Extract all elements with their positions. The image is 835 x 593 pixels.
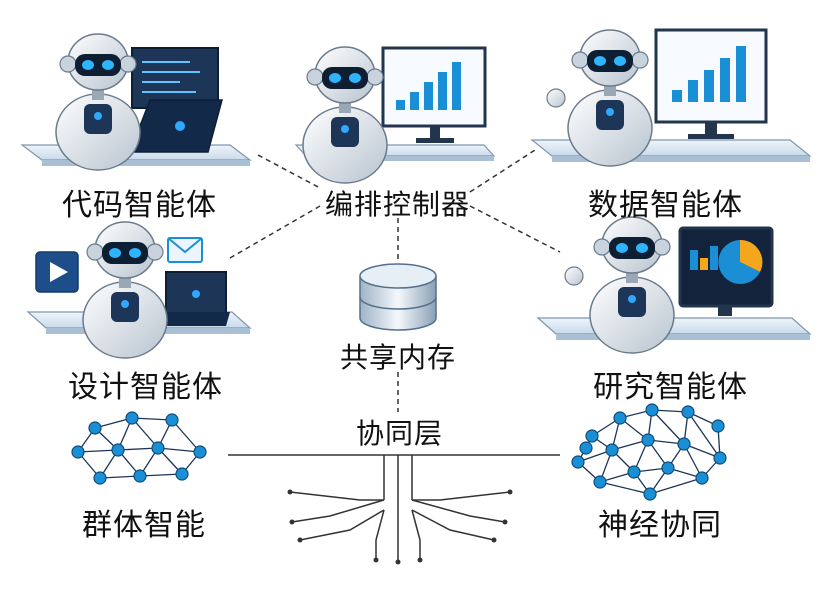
- bar-chart-monitor-icon: [654, 28, 768, 139]
- play-icon: [35, 251, 79, 293]
- robot-icon: [82, 221, 168, 359]
- connector-design-orchestrator: [229, 205, 321, 259]
- network-node: [713, 451, 727, 465]
- network-node: [175, 467, 189, 481]
- pie-chart-monitor-icon: [678, 226, 774, 316]
- network-edge: [651, 409, 685, 445]
- network-node: [681, 405, 695, 419]
- network-node: [627, 465, 641, 479]
- connector-research-orchestrator: [469, 205, 561, 253]
- network-edge: [131, 417, 173, 421]
- network-edge: [171, 419, 201, 453]
- network-edge: [139, 473, 183, 477]
- robot-icon: [567, 29, 653, 167]
- research-agent-scene: [536, 216, 812, 354]
- network-edge: [599, 481, 651, 495]
- connector-data-orchestrator: [469, 149, 536, 193]
- network-node: [643, 487, 657, 501]
- laptop-icon: [128, 47, 223, 153]
- label-orchestrator: 编排控制器: [325, 188, 471, 221]
- network-node: [613, 411, 627, 425]
- label-data-agent: 数据智能体: [588, 188, 743, 223]
- robot-hand: [546, 88, 566, 108]
- bar-chart-monitor-icon: [381, 46, 487, 143]
- network-node: [593, 475, 607, 489]
- robot-icon: [302, 46, 388, 184]
- network-node: [571, 455, 585, 469]
- data-agent-scene: [530, 28, 812, 167]
- network-node: [193, 445, 207, 459]
- connector-code-orchestrator: [257, 154, 321, 189]
- network-node: [151, 441, 165, 455]
- circuit-icon: [287, 455, 513, 565]
- label-code-agent: 代码智能体: [62, 188, 217, 223]
- robot-icon: [589, 216, 675, 354]
- network-icon: [571, 403, 727, 501]
- label-shared-memory: 共享内存: [340, 341, 457, 374]
- network-node: [133, 469, 147, 483]
- network-edge: [117, 447, 159, 451]
- network-node: [695, 471, 709, 485]
- robot-icon: [55, 33, 141, 171]
- network-node: [93, 471, 107, 485]
- mail-icon: [167, 237, 203, 263]
- network-node: [641, 433, 655, 447]
- robot-hand: [564, 266, 584, 286]
- network-node: [645, 403, 659, 417]
- network-node: [88, 421, 102, 435]
- code-agent-scene: [20, 33, 252, 171]
- network-edge: [649, 477, 703, 495]
- network-icon: [71, 411, 207, 485]
- database-icon: [359, 263, 437, 331]
- laptop-icon: [140, 271, 230, 326]
- network-node: [111, 443, 125, 457]
- network-edge: [687, 411, 721, 459]
- network-node: [125, 411, 139, 425]
- network-edge: [131, 417, 159, 449]
- network-node: [661, 461, 675, 475]
- network-node: [711, 419, 725, 433]
- label-neural-coordination: 神经协同: [598, 508, 722, 543]
- connector-lines: [228, 149, 561, 456]
- network-node: [677, 437, 691, 451]
- label-design-agent: 设计智能体: [68, 370, 223, 405]
- network-node: [71, 445, 85, 459]
- label-research-agent: 研究智能体: [593, 370, 748, 405]
- network-edge: [157, 447, 201, 453]
- orchestrator-scene: [294, 46, 496, 184]
- label-coordination-layer: 协同层: [356, 417, 444, 450]
- design-agent-scene: [26, 221, 252, 359]
- network-node: [585, 429, 599, 443]
- network-edge: [99, 475, 141, 479]
- network-node: [165, 413, 179, 427]
- network-node: [579, 441, 593, 455]
- label-swarm-intelligence: 群体智能: [82, 508, 206, 543]
- network-node: [605, 443, 619, 457]
- network-edge: [77, 449, 119, 453]
